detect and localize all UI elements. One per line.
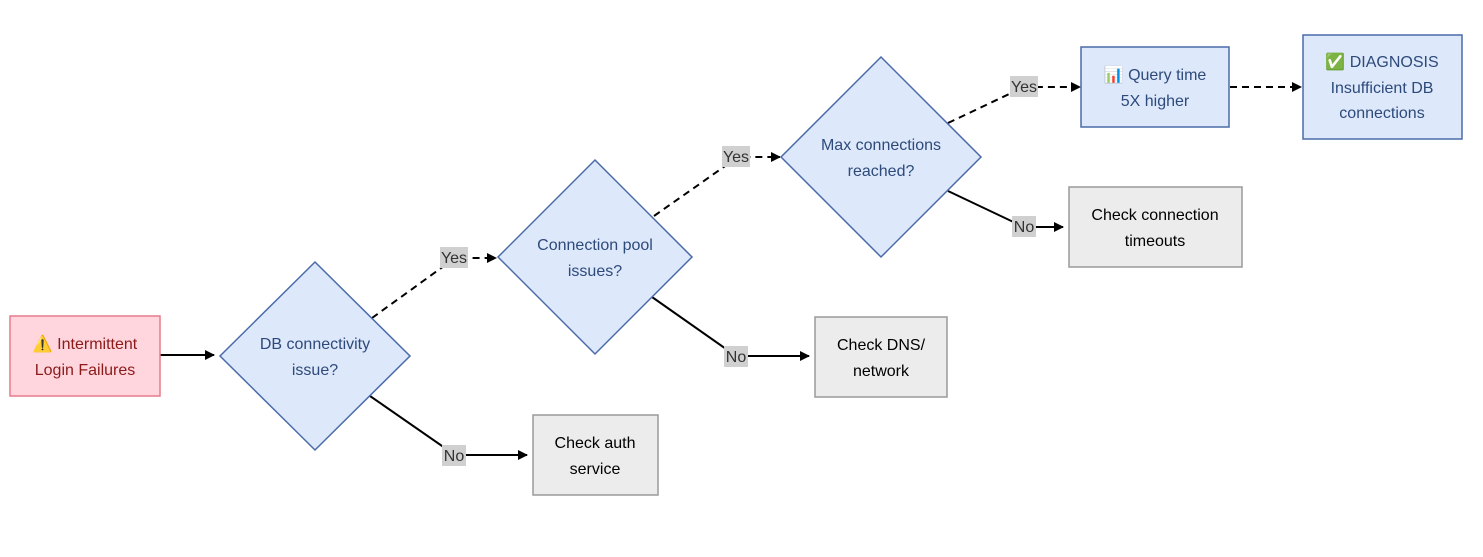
svg-text:No: No xyxy=(726,349,747,366)
query-time-line1: Query time xyxy=(1128,67,1206,84)
edge-label-yes-max-connections: Yes xyxy=(1010,76,1038,97)
diagnosis-line3: connections xyxy=(1339,105,1424,122)
decision-connection-pool[interactable]: Connection pool issues? xyxy=(496,158,694,356)
svg-text:No: No xyxy=(444,448,465,465)
edge-db-connectivity-yes xyxy=(371,253,497,319)
start-node-line2: Login Failures xyxy=(35,362,136,379)
decision-connection-pool-line2: issues? xyxy=(568,263,622,280)
diagnosis-line1: DIAGNOSIS xyxy=(1350,54,1439,71)
decision-max-connections-line2: reached? xyxy=(848,163,915,180)
node-diagnosis[interactable]: ✅ DIAGNOSIS Insufficient DB connections xyxy=(1302,34,1463,140)
decision-db-connectivity[interactable]: DB connectivity issue? xyxy=(218,260,412,452)
check-dns-line2: network xyxy=(853,363,910,380)
diagnosis-line2: Insufficient DB xyxy=(1331,80,1434,97)
check-dns-line1: Check DNS/ xyxy=(837,337,926,354)
edge-label-yes-connection-pool: Yes xyxy=(722,146,750,167)
decision-db-connectivity-line1: DB connectivity xyxy=(260,336,370,353)
check-mark-icon: ✅ xyxy=(1325,52,1345,71)
svg-text:⚠️ Intermittent: ⚠️ Intermittent xyxy=(33,334,138,353)
node-check-dns-network[interactable]: Check DNS/ network xyxy=(814,316,948,398)
edge-label-no-connection-pool: No xyxy=(724,346,748,367)
node-query-time[interactable]: 📊 Query time 5X higher xyxy=(1080,46,1230,128)
edge-label-no-max-connections: No xyxy=(1012,216,1036,237)
decision-max-connections[interactable]: Max connections reached? xyxy=(779,55,983,259)
check-timeouts-line1: Check connection xyxy=(1091,207,1218,224)
edge-labels: Yes No Yes No Yes No xyxy=(440,76,1038,466)
svg-text:✅ DIAGNOSIS: ✅ DIAGNOSIS xyxy=(1325,52,1438,71)
node-check-connection-timeouts[interactable]: Check connection timeouts xyxy=(1068,186,1243,268)
query-time-line2: 5X higher xyxy=(1121,93,1190,110)
svg-text:Yes: Yes xyxy=(723,149,749,166)
edge-label-no-db-connectivity: No xyxy=(442,445,466,466)
decision-connection-pool-line1: Connection pool xyxy=(537,237,653,254)
svg-text:Yes: Yes xyxy=(1011,79,1037,96)
check-auth-line1: Check auth xyxy=(555,435,636,452)
decision-db-connectivity-line2: issue? xyxy=(292,362,338,379)
warning-icon: ⚠️ xyxy=(33,334,53,353)
edge-label-yes-db-connectivity: Yes xyxy=(440,247,468,268)
node-intermittent-login-failures[interactable]: ⚠️ Intermittent Login Failures xyxy=(9,315,161,397)
svg-text:No: No xyxy=(1014,219,1035,236)
check-timeouts-line2: timeouts xyxy=(1125,233,1185,250)
edge-max-connections-no xyxy=(947,190,1064,232)
svg-text:Yes: Yes xyxy=(441,250,467,267)
svg-text:📊 Query time: 📊 Query time xyxy=(1104,65,1207,84)
node-check-auth-service[interactable]: Check auth service xyxy=(532,414,659,496)
decision-max-connections-line1: Max connections xyxy=(821,137,941,154)
bar-chart-icon: 📊 xyxy=(1104,65,1124,84)
check-auth-line2: service xyxy=(570,461,621,478)
start-node-line1: Intermittent xyxy=(57,336,138,353)
edge-connection-pool-yes xyxy=(653,152,781,217)
